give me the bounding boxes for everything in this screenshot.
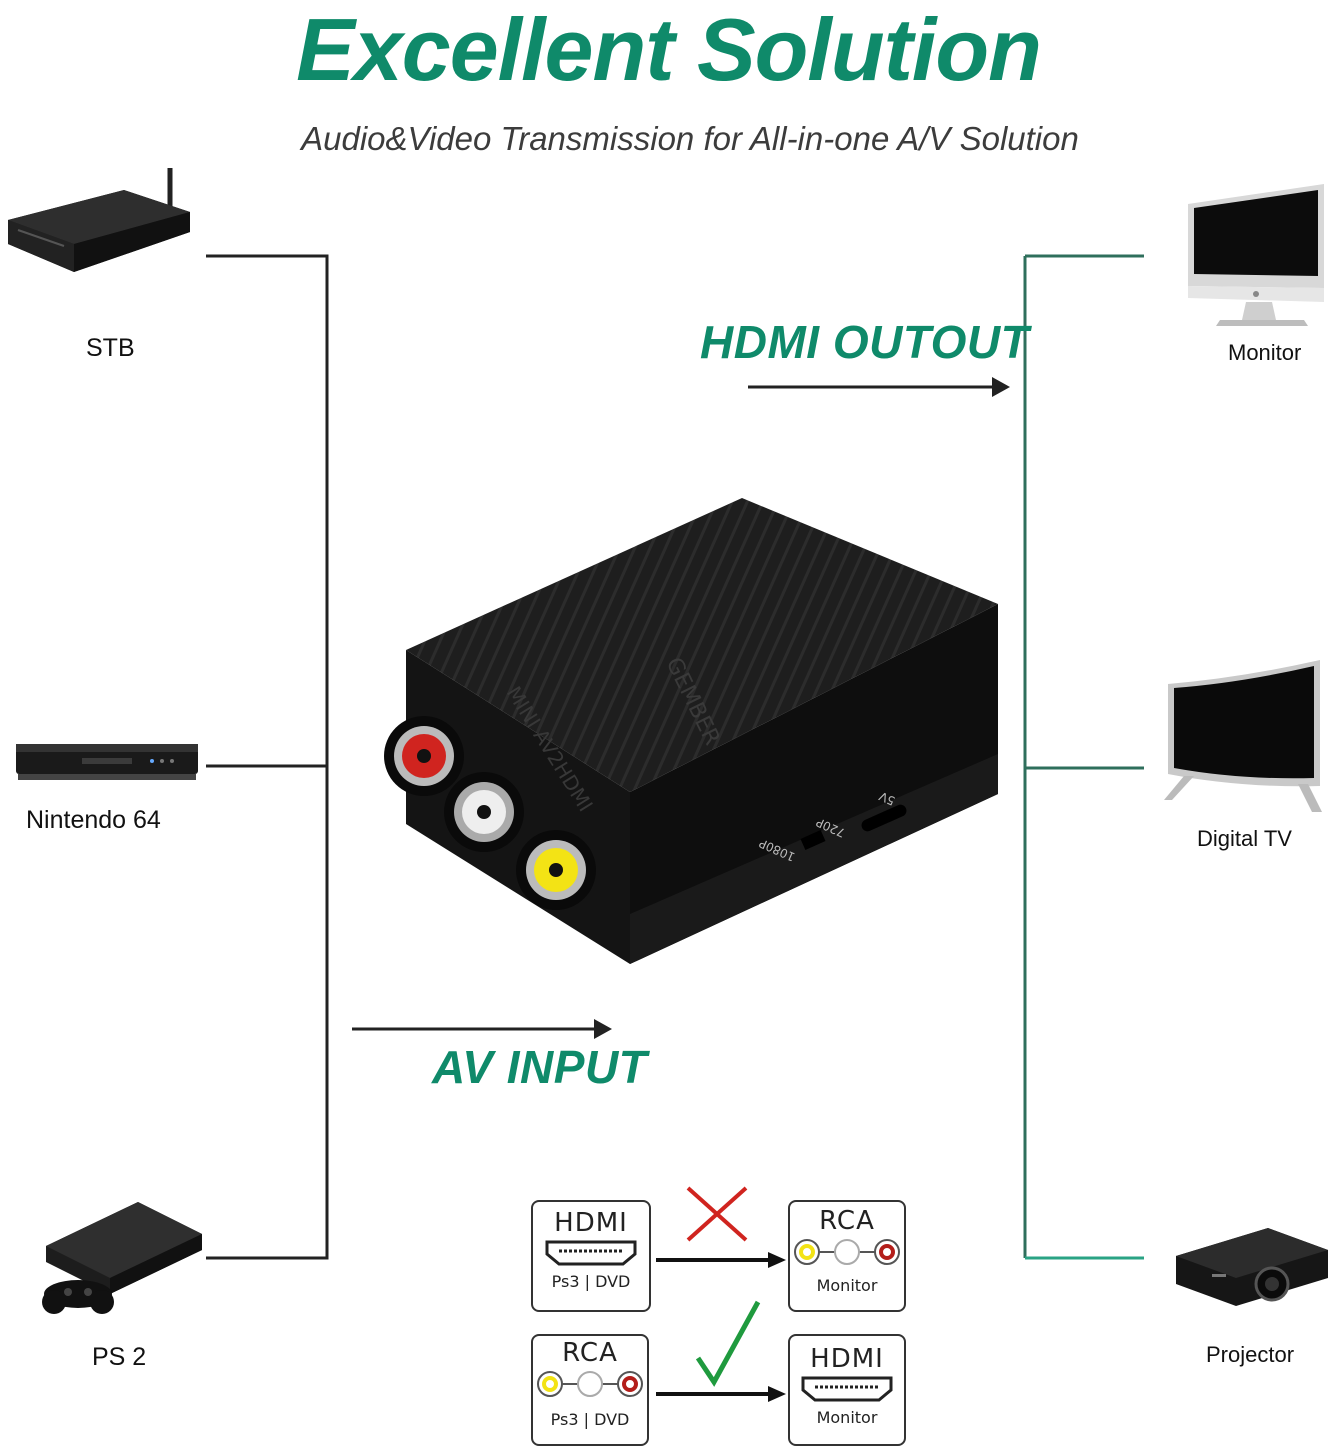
page-title: Excellent Solution [296, 0, 1042, 99]
console-player-icon [16, 744, 198, 780]
cross-icon [686, 1186, 748, 1242]
ps2-console-icon [42, 1202, 202, 1314]
digital-tv-label: Digital TV [1197, 826, 1292, 851]
legend-rca-monitor-card: RCA Monitor [788, 1200, 906, 1312]
rca-white-jack [444, 772, 524, 852]
hdmi-output-label: HDMI OUTOUT [700, 316, 1030, 368]
stb-label: STB [86, 334, 135, 362]
check-icon [695, 1300, 761, 1387]
hdmi-port-icon [545, 1240, 637, 1266]
monitor-label: Monitor [1228, 340, 1302, 365]
legend-rca-source-card: RCA Ps3 | DVD [531, 1334, 649, 1446]
projector-icon [1176, 1228, 1328, 1306]
monitor-icon [1188, 184, 1324, 326]
nintendo-64-label: Nintendo 64 [26, 806, 161, 834]
projector-label: Projector [1206, 1342, 1295, 1367]
page-subtitle: Audio&Video Transmission for All-in-one … [301, 120, 1079, 157]
legend-wrong-arrow [656, 1186, 786, 1268]
rca-ports-icon [794, 1239, 900, 1265]
hdmi-port-icon [801, 1376, 893, 1402]
digital-tv-icon [1164, 660, 1322, 812]
stb-icon [8, 168, 190, 272]
rca-ports-icon [537, 1371, 643, 1397]
av-to-hdmi-converter: GEMBER MINI AV2HDMI 1080P 720P 5V [384, 498, 998, 964]
legend-hdmi-source-card: HDMI Ps3 | DVD [531, 1200, 651, 1312]
power-5v-label: 5V [876, 788, 897, 808]
rca-red-jack [384, 716, 464, 796]
rca-yellow-jack [516, 830, 596, 910]
av-input-label: AV INPUT [432, 1041, 648, 1093]
legend-hdmi-monitor-card: HDMI Monitor [788, 1334, 906, 1446]
legend-right-arrow [656, 1300, 786, 1402]
ps2-label: PS 2 [92, 1343, 147, 1371]
